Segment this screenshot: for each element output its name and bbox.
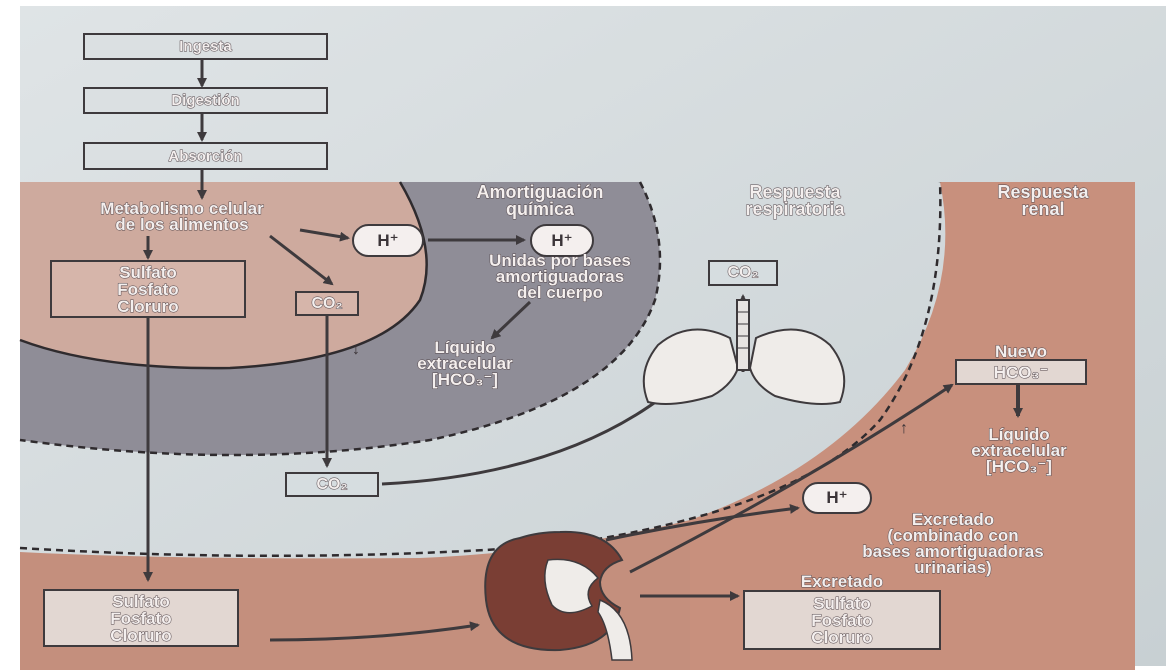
hco3-new-box: HCO₃⁻ (955, 359, 1087, 385)
chemical-buffer-heading-2: química (410, 200, 670, 218)
respiratory-heading-2: respiratoria (680, 200, 910, 218)
ecf-renal-label-3: [HCO₃⁻] (924, 458, 1114, 475)
absorcion-box: Absorción (83, 142, 328, 170)
co2-box-lower: CO₂ (285, 472, 379, 497)
digestion-box: Digestión (83, 87, 328, 114)
excreted-label: Excretado (743, 573, 941, 590)
sulfate-phosphate-chloride-box-top: Sulfato Fosfato Cloruro (50, 260, 246, 318)
renal-heading-2: renal (948, 200, 1138, 218)
co2-box-cell: CO₂ (295, 291, 359, 316)
increase-arrow: ↑ (900, 421, 908, 437)
sulfate-phosphate-chloride-box-bottom: Sulfato Fosfato Cloruro (43, 589, 239, 647)
ecf-label-3: [HCO₃⁻] (370, 371, 560, 388)
ingesta-box: Ingesta (83, 33, 328, 60)
co2-box-exhaled: CO₂ (708, 260, 778, 286)
decrease-arrow: ↓ (352, 342, 360, 358)
sulfate-phosphate-chloride-box-excreted: Sulfato Fosfato Cloruro (743, 590, 941, 650)
metabolism-label-2: de los alimentos (32, 216, 332, 233)
bound-bases-label-3: del cuerpo (410, 284, 710, 301)
new-label: Nuevo (955, 343, 1087, 360)
h-ion-excreted-badge: H⁺ (802, 482, 872, 514)
